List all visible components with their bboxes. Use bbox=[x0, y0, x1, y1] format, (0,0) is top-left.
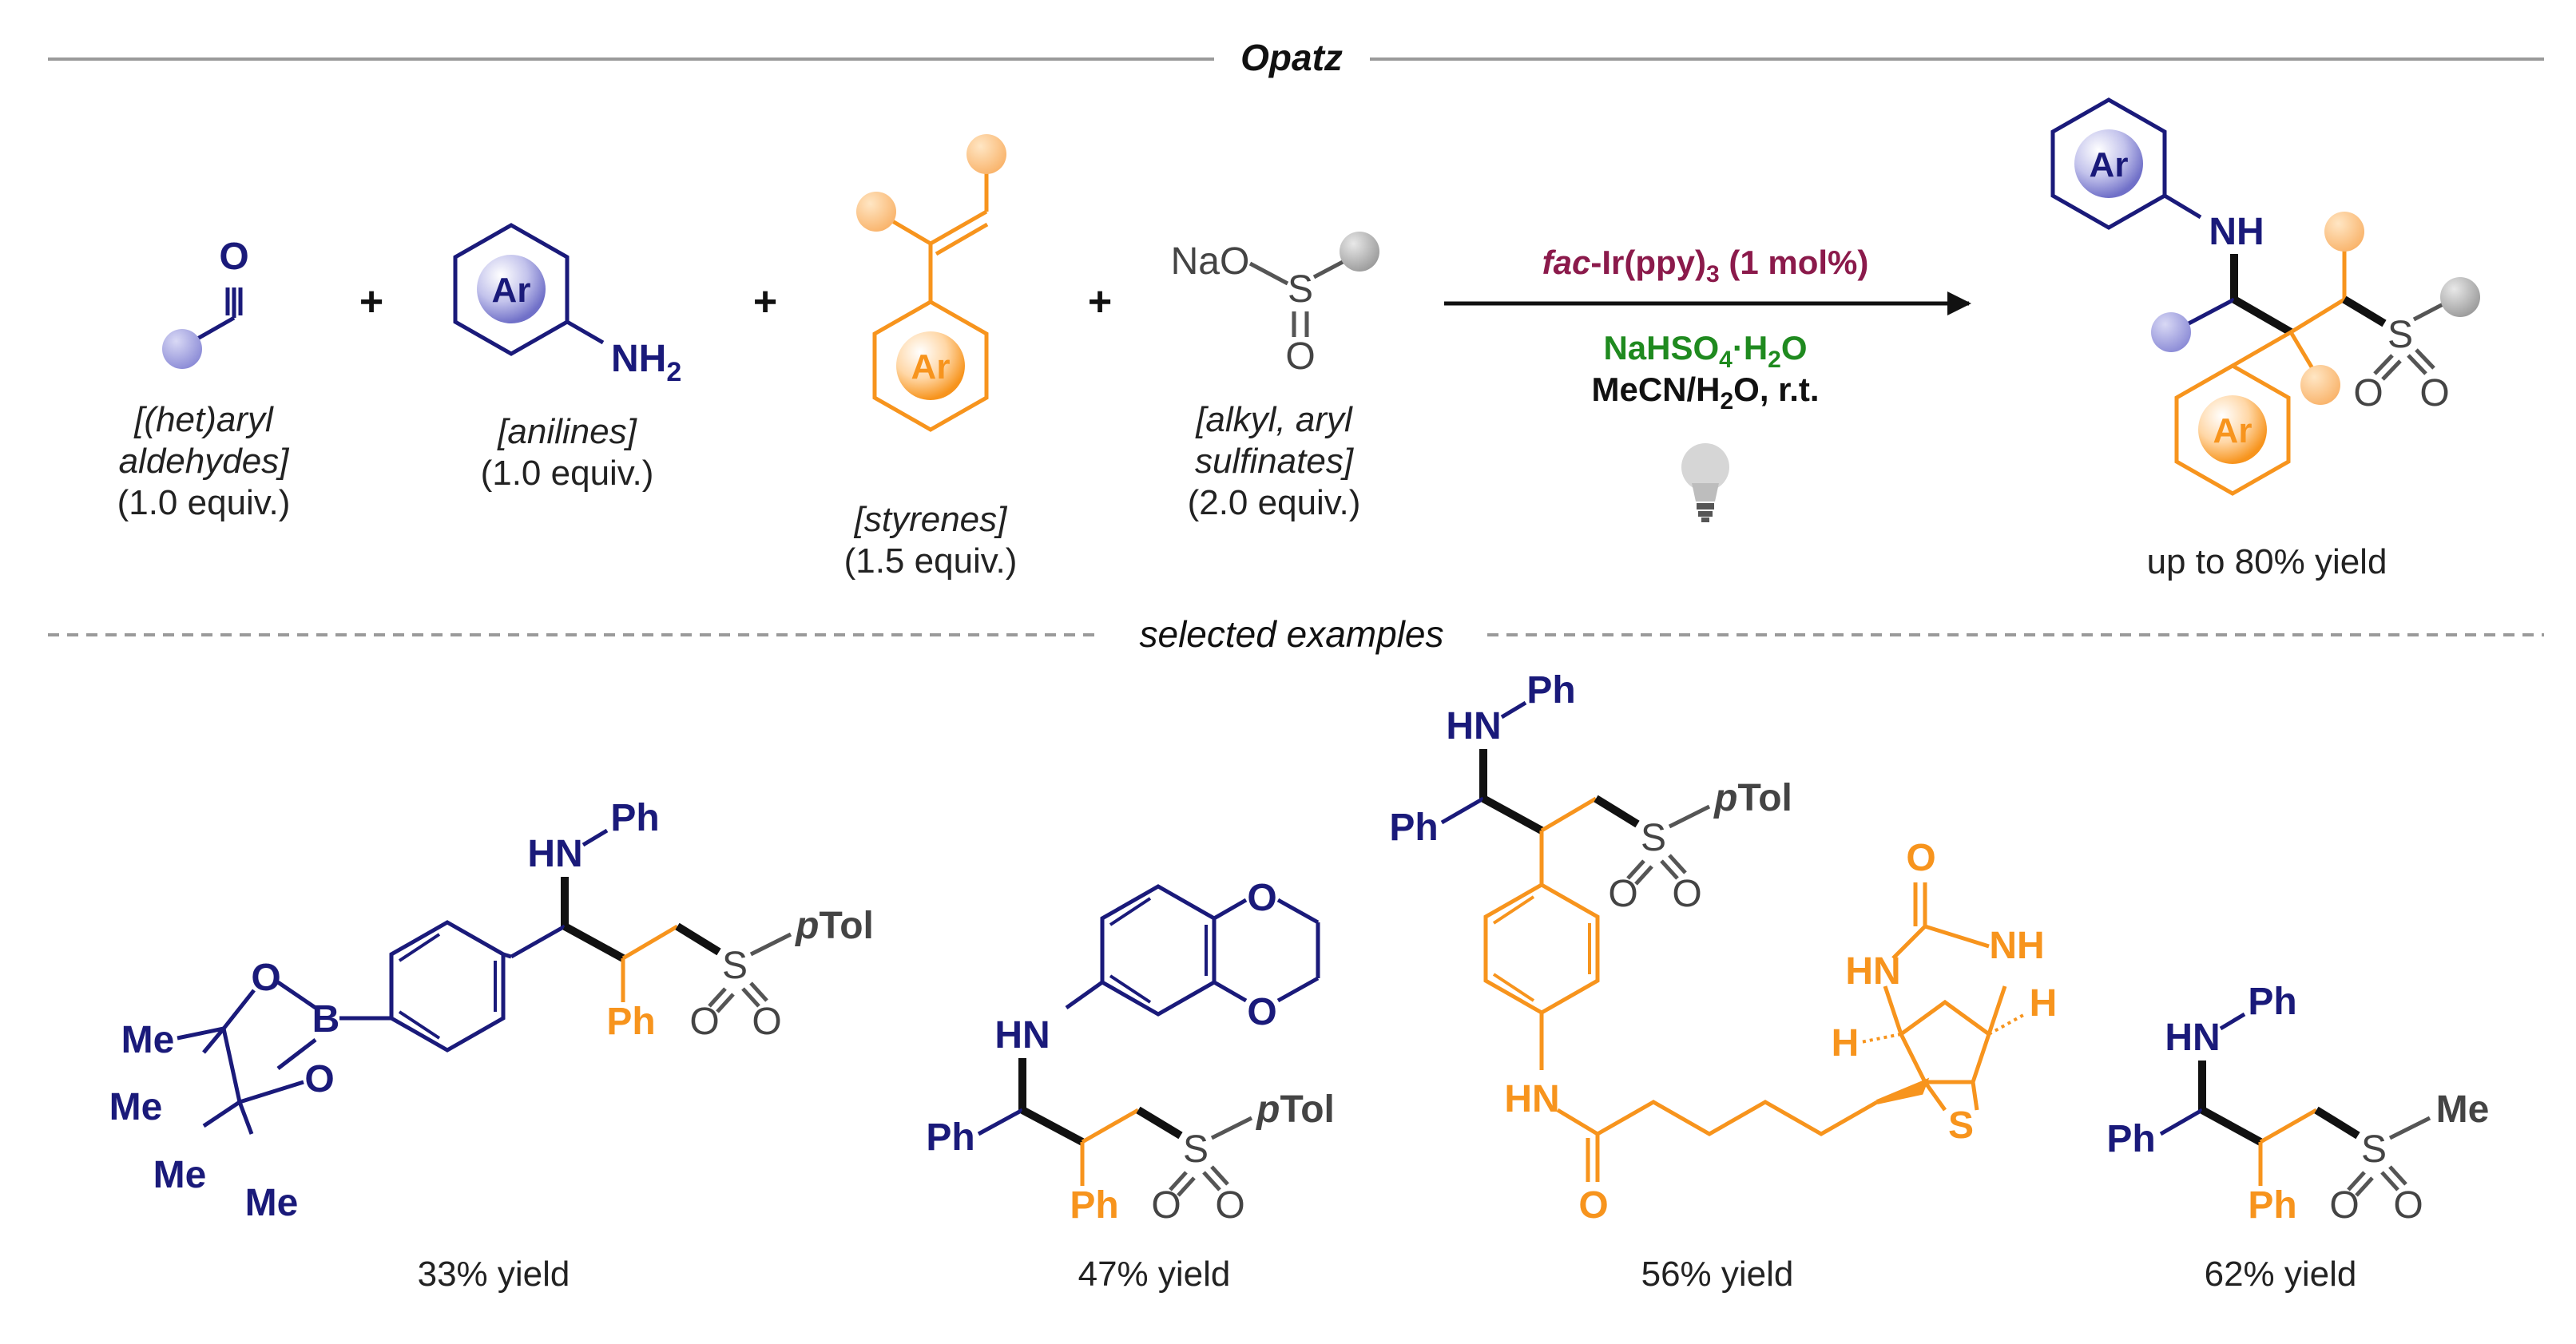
ex3-o-amide: O bbox=[1578, 1184, 1608, 1227]
ex1-o2: O bbox=[752, 1001, 781, 1043]
product-yield: up to 80% yield bbox=[2147, 542, 2387, 581]
sulfinate-reagent: NaO S O [alkyl, aryl sulfinates] (2.0 eq… bbox=[1171, 232, 1379, 522]
ex4-ph-n: Ph bbox=[2248, 981, 2296, 1023]
ex3-hn: HN bbox=[1446, 705, 1501, 747]
ex3-h2: H bbox=[2030, 982, 2058, 1025]
ex3-o1: O bbox=[1608, 873, 1637, 915]
ex2-o1: O bbox=[1151, 1184, 1181, 1227]
ex2-od2: O bbox=[1247, 991, 1276, 1033]
ex3-s: S bbox=[1641, 817, 1666, 859]
additive-text: NaHSO4·H2O bbox=[1603, 329, 1807, 373]
sulfinate-nao: NaO bbox=[1171, 240, 1250, 283]
solvent-text: MeCN/H2O, r.t. bbox=[1591, 371, 1819, 414]
example-3: HN Ph Ph S pTol O O HN O S bbox=[1389, 669, 2057, 1294]
ex3-o2: O bbox=[1672, 873, 1701, 915]
ex2-ph: Ph bbox=[1070, 1184, 1118, 1227]
product-ar-bottom: Ar bbox=[2213, 411, 2253, 450]
aniline-nh2: NH2 bbox=[611, 338, 681, 387]
ex1-hn: HN bbox=[527, 833, 582, 875]
ex3-hn-urea: HN bbox=[1845, 950, 1900, 993]
product-nh: NH bbox=[2209, 211, 2264, 253]
reaction-arrow-group: fac-Ir(ppy)3 (1 mol%) NaHSO4·H2O MeCN/H2… bbox=[1444, 244, 1971, 522]
light-bulb-icon bbox=[1681, 443, 1729, 522]
aldehyde-equiv: (1.0 equiv.) bbox=[117, 483, 291, 522]
styrene-ar-label: Ar bbox=[911, 347, 951, 387]
ex3-hn-amide: HN bbox=[1504, 1078, 1559, 1120]
ex4-yield: 62% yield bbox=[2205, 1255, 2357, 1294]
ex4-me: Me bbox=[2436, 1088, 2490, 1131]
aniline-equiv: (1.0 equiv.) bbox=[481, 454, 654, 493]
aldehyde-reagent: O [(het)aryl aldehydes] (1.0 equiv.) bbox=[117, 236, 291, 522]
aldehyde-oxygen: O bbox=[219, 236, 248, 278]
plus-sign-1: + bbox=[359, 279, 383, 325]
ex4-s: S bbox=[2361, 1128, 2387, 1171]
ex4-o1: O bbox=[2329, 1184, 2359, 1227]
aldehyde-label-line1: [(het)aryl bbox=[133, 400, 274, 439]
ex2-hn: HN bbox=[994, 1014, 1050, 1057]
ex3-ph-n: Ph bbox=[1526, 669, 1575, 712]
ex1-ptol: pTol bbox=[794, 905, 874, 947]
example-2: O O HN Ph Ph S pTol O O 47% yield bbox=[926, 877, 1335, 1294]
ex2-ptol: pTol bbox=[1255, 1088, 1335, 1131]
ex1-yield: 33% yield bbox=[418, 1255, 570, 1294]
product-sulfur: S bbox=[2387, 314, 2413, 356]
ex3-yield: 56% yield bbox=[1641, 1255, 1794, 1294]
ex4-hn: HN bbox=[2165, 1017, 2220, 1059]
header-rule: Opatz bbox=[48, 37, 2544, 78]
plus-sign-3: + bbox=[1088, 279, 1112, 325]
sulfinate-label-line2: sulfinates] bbox=[1195, 442, 1355, 481]
product-oxygen-1: O bbox=[2353, 372, 2383, 414]
ex1-ph: Ph bbox=[606, 1001, 655, 1043]
sulfinate-s: S bbox=[1288, 268, 1313, 311]
ex2-od1: O bbox=[1247, 877, 1276, 919]
aniline-reagent: Ar NH2 [anilines] (1.0 equiv.) bbox=[453, 223, 681, 493]
ex4-ph-r: Ph bbox=[2106, 1118, 2155, 1160]
ex3-nh-urea: NH bbox=[1989, 925, 2044, 967]
product-oxygen-2: O bbox=[2419, 372, 2449, 414]
aniline-label: [anilines] bbox=[497, 412, 637, 451]
example-4: HN Ph Ph Ph S Me O O 62% yield bbox=[2106, 981, 2489, 1294]
ex4-o2: O bbox=[2393, 1184, 2423, 1227]
product-structure: Ar NH S O O Ar up to 80% yield bbox=[2050, 97, 2480, 581]
ex2-o2: O bbox=[1215, 1184, 1244, 1227]
ex4-ph: Ph bbox=[2248, 1184, 2296, 1227]
ex1-o1: O bbox=[689, 1001, 719, 1043]
ex1-s: S bbox=[722, 945, 748, 987]
sulfinate-label-line1: [alkyl, aryl bbox=[1195, 400, 1353, 439]
ex1-me1: Me bbox=[121, 1019, 175, 1061]
ex3-ptol: pTol bbox=[1713, 777, 1792, 819]
product-ar-top: Ar bbox=[2090, 145, 2129, 184]
aryl-substituent-dot bbox=[162, 329, 202, 369]
ex3-o-urea: O bbox=[1906, 837, 1935, 879]
ex1-ob2: O bbox=[304, 1058, 334, 1100]
styrene-reagent: Ar [styrenes] (1.5 equiv.) bbox=[844, 134, 1018, 581]
examples-divider: selected examples bbox=[48, 613, 2544, 655]
styrene-equiv: (1.5 equiv.) bbox=[844, 541, 1018, 581]
ex1-ph-n: Ph bbox=[610, 797, 659, 839]
plus-sign-2: + bbox=[753, 279, 777, 325]
ex1-boron: B bbox=[312, 998, 340, 1041]
ex3-h1: H bbox=[1832, 1022, 1860, 1064]
sulfinate-oxygen: O bbox=[1285, 335, 1315, 378]
aldehyde-label-line2: aldehydes] bbox=[119, 442, 291, 481]
scheme-title: Opatz bbox=[1240, 37, 1343, 78]
ex2-s: S bbox=[1183, 1128, 1209, 1171]
catalyst-text: fac-Ir(ppy)3 (1 mol%) bbox=[1542, 244, 1869, 287]
aniline-ar-label: Ar bbox=[492, 271, 531, 310]
ex3-ph-r: Ph bbox=[1389, 807, 1438, 849]
ex1-me4: Me bbox=[245, 1182, 299, 1224]
ex1-ob1: O bbox=[251, 957, 280, 999]
ex1-me2: Me bbox=[109, 1086, 163, 1128]
ex3-s-ring: S bbox=[1948, 1104, 1974, 1147]
example-1: HN Ph Ph S pTol O O B O O bbox=[109, 797, 874, 1294]
examples-title: selected examples bbox=[1140, 613, 1444, 655]
styrene-label: [styrenes] bbox=[854, 500, 1009, 539]
ex2-ph-r: Ph bbox=[926, 1116, 974, 1159]
ex1-me3: Me bbox=[153, 1154, 207, 1196]
ex2-yield: 47% yield bbox=[1078, 1255, 1231, 1294]
sulfinate-equiv: (2.0 equiv.) bbox=[1188, 483, 1361, 522]
